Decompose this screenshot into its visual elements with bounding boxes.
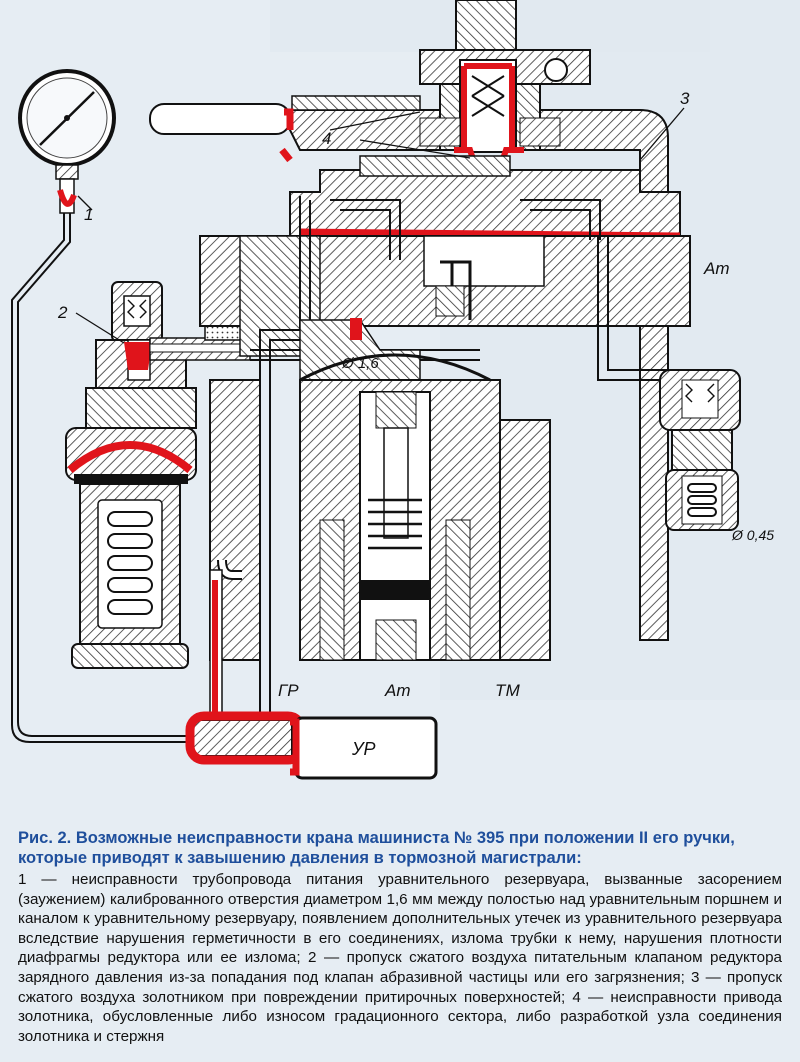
valve-body [149,0,691,750]
reducer-assembly [65,281,251,669]
label-tm: ТМ [495,681,521,700]
callout-4: 4 [322,129,331,148]
stabilizer-valve [659,369,741,531]
label-ur: УР [351,739,376,759]
figure-caption: Рис. 2. Возможные неисправности крана ма… [10,822,790,1058]
fault-highlight-cover [279,108,294,163]
label-diameter-0-45: Ø 0,45 [731,527,774,543]
callout-3: 3 [680,89,690,108]
callout-1: 1 [84,205,93,224]
pressure-gauge [18,69,116,214]
caption-title: Рис. 2. Возможные неисправности крана ма… [18,829,735,867]
gauge-pipe [11,213,210,743]
label-diameter-1-6: Ø 1,6 [341,355,379,372]
equalizing-reservoir [290,716,438,780]
leader-lines [75,107,685,344]
brake-valve-diagram: 1 2 3 4 Ø 1,6 Ø 0,45 Ат ГР Ат ТМ УР [11,0,775,780]
caption-body: 1 — неисправности трубопровода питания у… [18,871,782,1045]
label-at-right: Ат [703,259,730,278]
callout-2: 2 [57,303,68,322]
label-gr: ГР [278,681,299,700]
label-at-bottom: Ат [384,681,411,700]
